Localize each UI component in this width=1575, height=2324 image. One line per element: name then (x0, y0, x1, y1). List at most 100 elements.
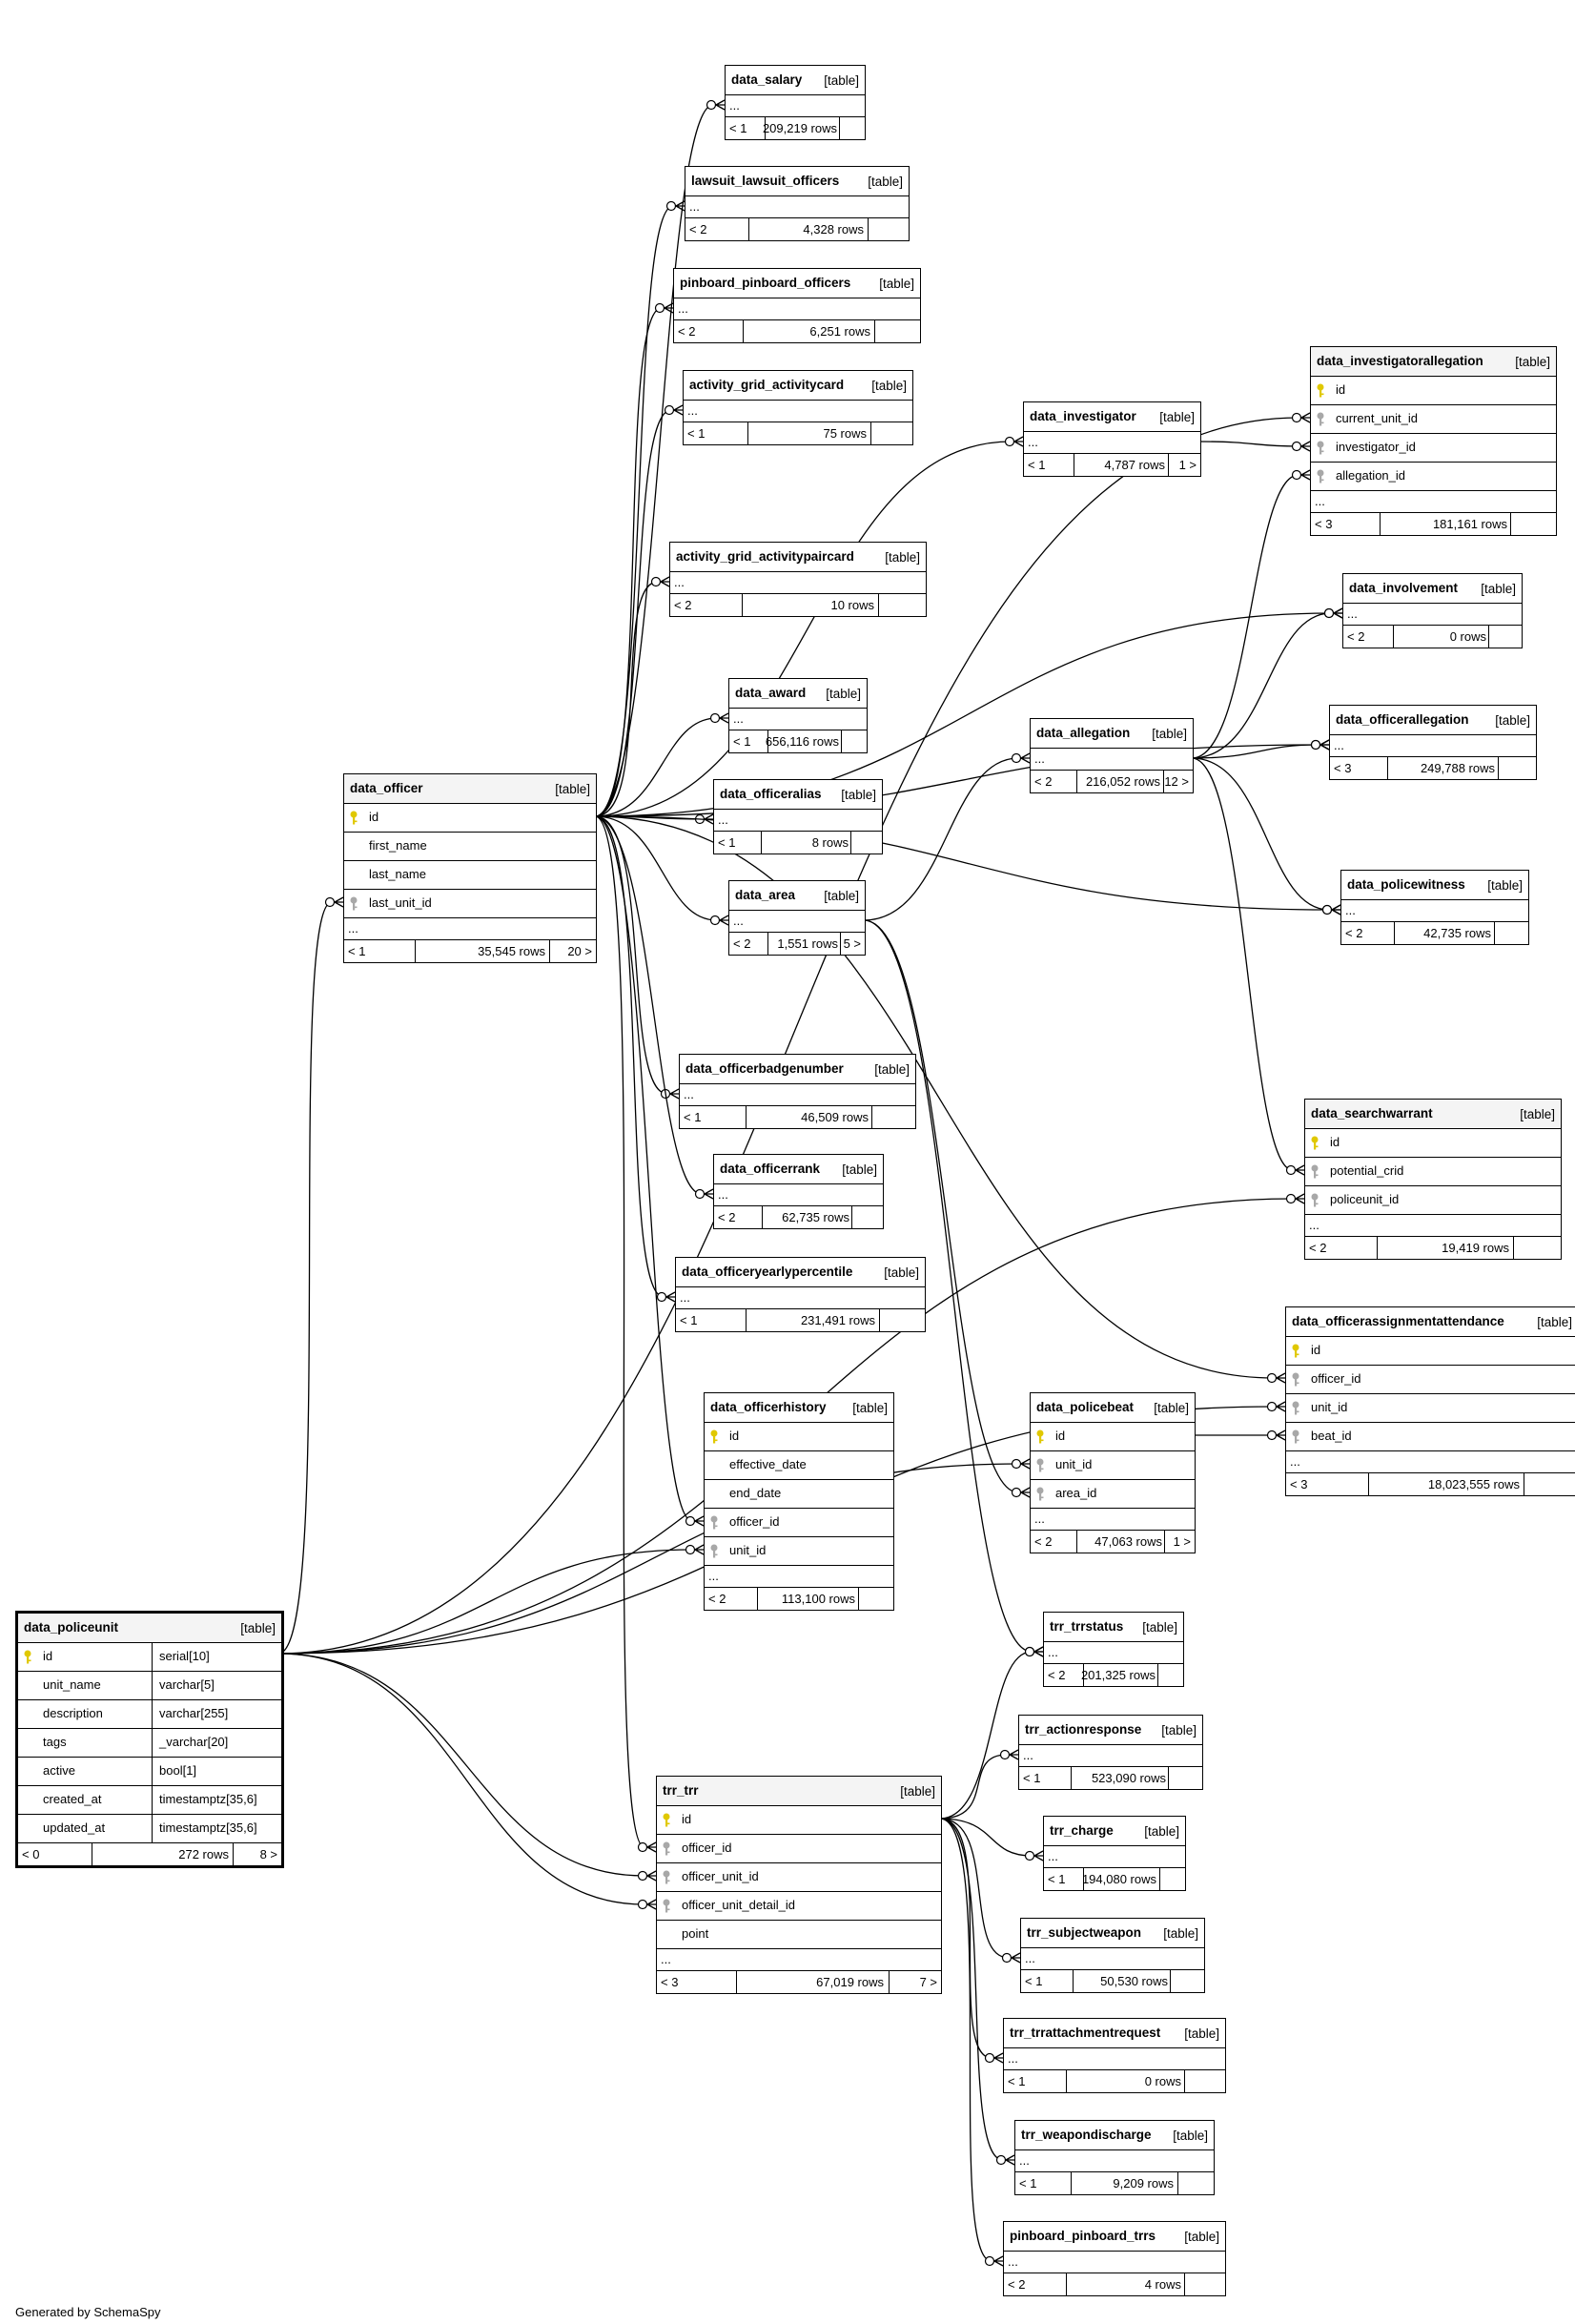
parents-count[interactable]: < 2 (678, 324, 696, 339)
table-name[interactable]: trr_trrstatus (1050, 1619, 1124, 1634)
parents-count[interactable]: < 2 (733, 936, 751, 951)
children-count[interactable]: 1 > (1173, 1534, 1191, 1549)
table-name[interactable]: trr_actionresponse (1025, 1722, 1142, 1737)
parents-count[interactable]: < 2 (674, 598, 692, 612)
children-count[interactable]: 12 > (1164, 774, 1189, 789)
table-name[interactable]: data_officerbadgenumber (685, 1061, 844, 1076)
table-name[interactable]: data_investigator (1030, 409, 1136, 423)
table-name[interactable]: trr_weapondischarge (1021, 2128, 1152, 2142)
table-name[interactable]: activity_grid_activitycard (689, 378, 845, 392)
table-name[interactable]: data_involvement (1349, 581, 1459, 595)
table-name[interactable]: data_officeralias (720, 787, 822, 801)
parents-count[interactable]: < 2 (1309, 1241, 1327, 1255)
table-name[interactable]: data_investigatorallegation (1317, 354, 1483, 368)
table-name[interactable]: trr_trrattachmentrequest (1010, 2026, 1161, 2040)
parents-count[interactable]: < 2 (1048, 1668, 1066, 1682)
table-name[interactable]: trr_charge (1050, 1823, 1114, 1838)
parents-count[interactable]: < 3 (1290, 1477, 1308, 1491)
parents-count[interactable]: < 1 (729, 121, 747, 135)
table-name[interactable]: data_salary (731, 72, 803, 87)
table-name[interactable]: data_officerrank (720, 1162, 821, 1176)
table-activity-grid-activitypaircard[interactable]: activity_grid_activitypaircard[table]...… (669, 542, 927, 617)
parents-count[interactable]: < 1 (1023, 1771, 1041, 1785)
table-name[interactable]: data_policebeat (1036, 1400, 1135, 1414)
parents-count[interactable]: < 1 (348, 944, 366, 958)
parents-count[interactable]: < 2 (1034, 1534, 1053, 1549)
children-count[interactable]: 7 > (919, 1975, 937, 1989)
table-name[interactable]: data_allegation (1036, 726, 1131, 740)
table-data-officerassignmentattendance[interactable]: data_officerassignmentattendance[table]i… (1285, 1306, 1575, 1496)
parents-count[interactable]: < 3 (1315, 517, 1333, 531)
children-count[interactable]: 5 > (843, 936, 861, 951)
parents-count[interactable]: < 1 (733, 734, 751, 749)
table-name[interactable]: data_policewitness (1347, 877, 1465, 892)
parents-count[interactable]: < 1 (1028, 458, 1046, 472)
parents-count[interactable]: < 1 (1008, 2074, 1026, 2088)
table-name[interactable]: data_officeryearlypercentile (682, 1265, 853, 1279)
table-name[interactable]: data_searchwarrant (1311, 1106, 1433, 1121)
table-name[interactable]: data_policeunit (24, 1620, 119, 1635)
parents-count[interactable]: < 3 (661, 1975, 679, 1989)
parents-count[interactable]: < 1 (680, 1313, 698, 1327)
table-name[interactable]: data_area (735, 888, 796, 902)
table-name[interactable]: data_award (735, 686, 807, 700)
table-name[interactable]: activity_grid_activitypaircard (676, 549, 854, 564)
parents-count[interactable]: < 0 (22, 1847, 40, 1861)
table-name[interactable]: trr_trr (663, 1783, 699, 1798)
children-count[interactable]: 1 > (1178, 458, 1197, 472)
parents-count[interactable]: < 2 (689, 222, 707, 237)
table-name[interactable]: pinboard_pinboard_trrs (1010, 2229, 1156, 2243)
table-name[interactable]: data_officerallegation (1336, 712, 1469, 727)
children-count[interactable]: 20 > (567, 944, 592, 958)
parents-count[interactable]: < 1 (1025, 1974, 1043, 1988)
parents-count[interactable]: < 1 (687, 426, 706, 441)
table-name[interactable]: data_officerassignmentattendance (1292, 1314, 1504, 1328)
children-count[interactable]: 8 > (259, 1847, 277, 1861)
table-data-officeryearlypercentile[interactable]: data_officeryearlypercentile[table]...< … (675, 1257, 926, 1332)
parents-count[interactable]: < 1 (684, 1110, 702, 1124)
table-name[interactable]: data_officer (350, 781, 423, 795)
parents-count[interactable]: < 2 (718, 1210, 736, 1224)
parents-count[interactable]: < 1 (718, 835, 736, 850)
parents-count[interactable]: < 2 (1345, 926, 1363, 940)
parents-count[interactable]: < 2 (1347, 629, 1365, 644)
parents-count[interactable]: < 1 (1048, 1872, 1066, 1886)
table-name[interactable]: trr_subjectweapon (1027, 1925, 1142, 1940)
table-name[interactable]: pinboard_pinboard_officers (680, 276, 851, 290)
table-name[interactable]: lawsuit_lawsuit_officers (691, 174, 840, 188)
parents-count[interactable]: < 1 (1019, 2176, 1037, 2190)
table-name[interactable]: data_officerhistory (710, 1400, 827, 1414)
parents-count[interactable]: < 2 (708, 1592, 726, 1606)
parents-count[interactable]: < 3 (1334, 761, 1352, 775)
parents-count[interactable]: < 2 (1034, 774, 1053, 789)
parents-count[interactable]: < 2 (1008, 2277, 1026, 2292)
